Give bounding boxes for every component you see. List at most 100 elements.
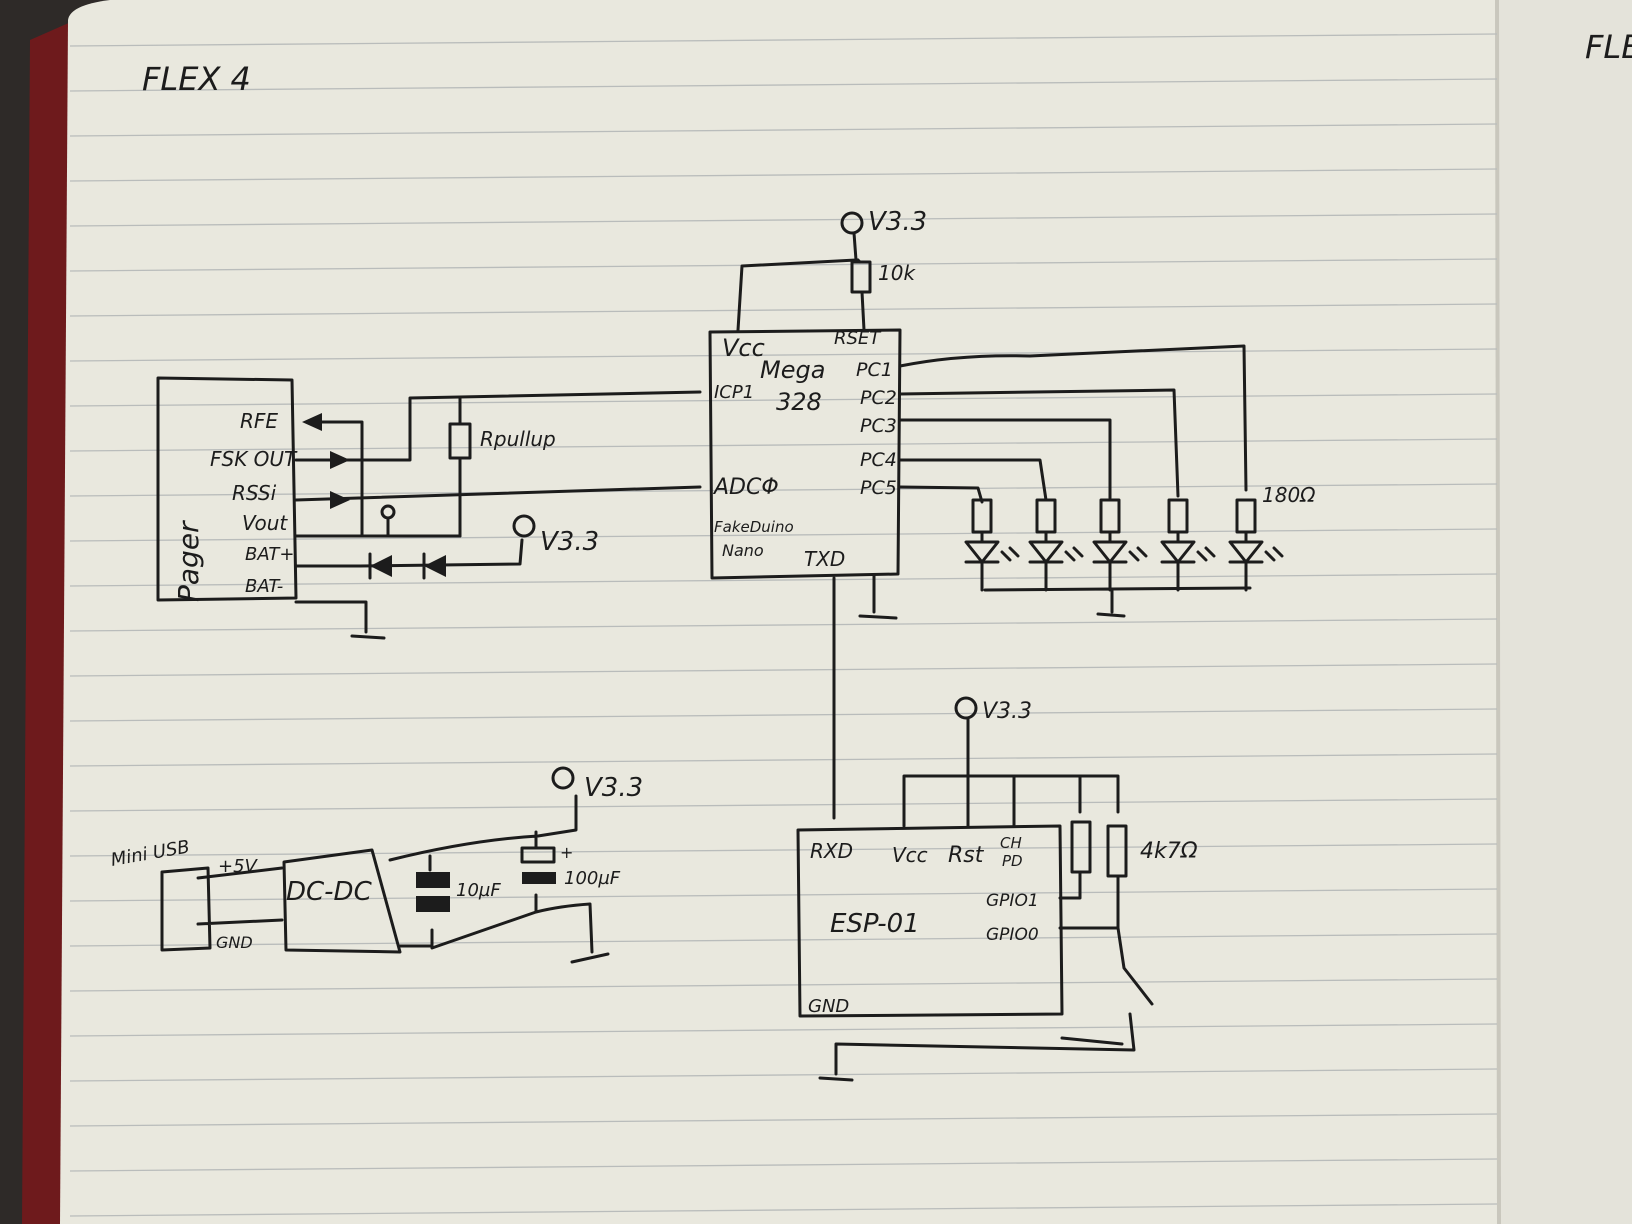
ruled-line [69,348,1498,362]
led-resistor-label: 180Ω [1262,483,1316,507]
ruled-lines [69,33,1498,1217]
cap1-label: 10µF [456,880,501,901]
ruled-line [69,483,1498,497]
led-icon [1092,540,1148,592]
pin-rst: Rst [948,843,985,868]
pin-pc1: PC1 [856,359,893,381]
led-channel [964,498,1020,592]
pager-label: Pager [172,520,205,602]
led-array [964,498,1284,592]
supply-v33-esp [954,696,978,720]
ruled-line [69,708,1498,722]
pin-vcc: Vcc [722,334,765,362]
pullups-label: 4k7Ω [1140,839,1198,864]
supply-label-pager: V3.3 [540,527,599,557]
ruled-line [69,123,1498,137]
ruled-line [69,843,1498,857]
ruled-line [69,753,1498,767]
pin-rfe: RFE [240,409,278,433]
right-page [1495,0,1632,1224]
led-icon [1228,540,1284,592]
ruled-line [69,618,1498,632]
ruled-line [69,303,1498,317]
page-gutter [1495,0,1501,1224]
ruled-line [69,1023,1498,1037]
pin-bat-minus: BAT- [245,576,283,597]
ruled-line [69,573,1498,587]
ruled-line [69,393,1498,407]
ruled-line [69,933,1498,947]
board-name-1: FakeDuino [714,518,794,536]
supply-label-power: V3.3 [584,773,643,803]
ruled-line [69,168,1498,182]
led-icon [1028,540,1084,592]
esp-name: ESP-01 [830,909,920,939]
ruled-line [69,1158,1498,1172]
esp01-module: V3.3 4k7Ω RXD Vcc Rst CH PD ESP-01 GPIO1… [796,696,1198,1082]
led-channel [1092,498,1148,592]
ruled-line [69,978,1498,992]
mega328-module: V3.3 10k Vcc RSET Mega 328 ICP1 ADCΦ Fak… [708,207,1316,820]
led-channel [1228,498,1284,592]
cap-100uf-plus-plate [520,846,556,864]
pin-adc0: ADCΦ [712,475,779,500]
pin-rxd: RXD [810,839,853,863]
board-name-2: Nano [722,541,764,560]
cap2-label: 100µF [564,868,621,889]
pin-reset: RSET [834,328,882,349]
mcu-name-1: Mega [760,356,825,384]
pin-pc4: PC4 [860,449,897,471]
ruled-line [69,528,1498,542]
cap2-polarity: + [560,843,573,862]
ruled-line [69,663,1498,677]
ruled-line [69,1068,1498,1082]
pin-gpio0: GPIO0 [986,925,1039,945]
led-channel [1160,498,1216,592]
pin-pc3: PC3 [860,415,897,437]
cap-100uf-minus-plate [522,872,556,884]
next-page-title: FLE [1585,28,1632,66]
pin-gnd-esp: GND [808,996,849,1017]
pin-icp1: ICP1 [714,382,754,403]
ruled-line [69,78,1498,92]
supply-label-mcu: V3.3 [868,207,927,237]
supply-v33-mcu [840,211,864,235]
left-page [60,0,1500,1224]
cap-10uf-top [416,872,450,888]
pullup-label: Rpullup [480,427,556,451]
pin-pc2: PC2 [860,387,897,409]
led-channel [1028,498,1084,592]
supply-v33-power [551,766,575,790]
ruled-line [69,888,1498,902]
ruled-line [69,33,1498,47]
pin-vout: Vout [242,511,288,535]
ruled-line [69,798,1498,812]
ruled-line [69,1113,1498,1127]
pin-bat-plus: BAT+ [245,544,294,565]
led-icon [964,540,1020,592]
pin-gpio1: GPIO1 [986,891,1039,911]
pin-ch: CH [1000,834,1022,852]
pin-fsk-out: FSK OUT [210,447,298,471]
supply-v33-pager [512,514,536,538]
page-title: FLEX 4 [142,60,251,98]
ruled-line [69,1203,1498,1217]
reset-resistor-label: 10k [878,261,916,285]
pin-rssi: RSSi [232,481,277,505]
pin-pd: PD [1002,852,1023,870]
pin-vcc-esp: Vcc [892,843,928,867]
arrow-rfe-icon [302,413,322,431]
usb-plus-label: +5V [218,856,259,877]
pager-module: Pager RFE FSK OUT RSSi Vout BAT+ BAT- Rp… [156,376,702,640]
ruled-line [69,213,1498,227]
usb-gnd-label: GND [216,933,253,952]
regulator-label: DC-DC [286,877,373,907]
pin-txd: TXD [804,547,845,571]
mcu-name-2: 328 [776,388,822,416]
pin-pc5: PC5 [860,477,897,499]
ruled-line [69,438,1498,452]
supply-label-esp: V3.3 [982,699,1032,724]
cap-10uf-bottom [416,896,450,912]
